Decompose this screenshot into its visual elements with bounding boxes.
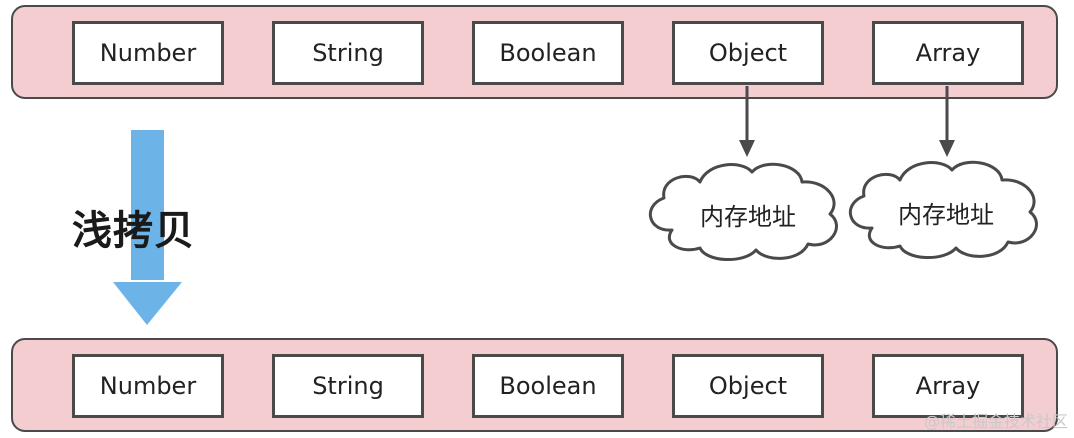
- memory-cloud-array: [848, 160, 1038, 260]
- copied-type-box-object: Object: [672, 354, 824, 418]
- copied-type-box-string: String: [272, 354, 424, 418]
- shallow-copy-label: 浅拷贝: [72, 208, 195, 254]
- watermark: @稀土掘金技术社区: [923, 412, 1068, 431]
- type-box-array: Array: [872, 21, 1024, 85]
- shallow-copy-arrow: [113, 130, 182, 325]
- memory-address-label-object: 内存地址: [700, 203, 796, 231]
- memory-cloud-object: [648, 162, 838, 262]
- original-data-row: Number String Boolean Object Array: [11, 5, 1058, 99]
- copied-data-row: Number String Boolean Object Array: [11, 338, 1058, 432]
- memory-address-label-array: 内存地址: [898, 201, 994, 229]
- object-reference-arrow: [739, 86, 755, 157]
- type-box-string: String: [272, 21, 424, 85]
- type-box-number: Number: [72, 21, 224, 85]
- type-box-object: Object: [672, 21, 824, 85]
- copied-type-box-array: Array: [872, 354, 1024, 418]
- type-box-boolean: Boolean: [472, 21, 624, 85]
- array-reference-arrow: [939, 86, 955, 157]
- copied-type-box-boolean: Boolean: [472, 354, 624, 418]
- copied-type-box-number: Number: [72, 354, 224, 418]
